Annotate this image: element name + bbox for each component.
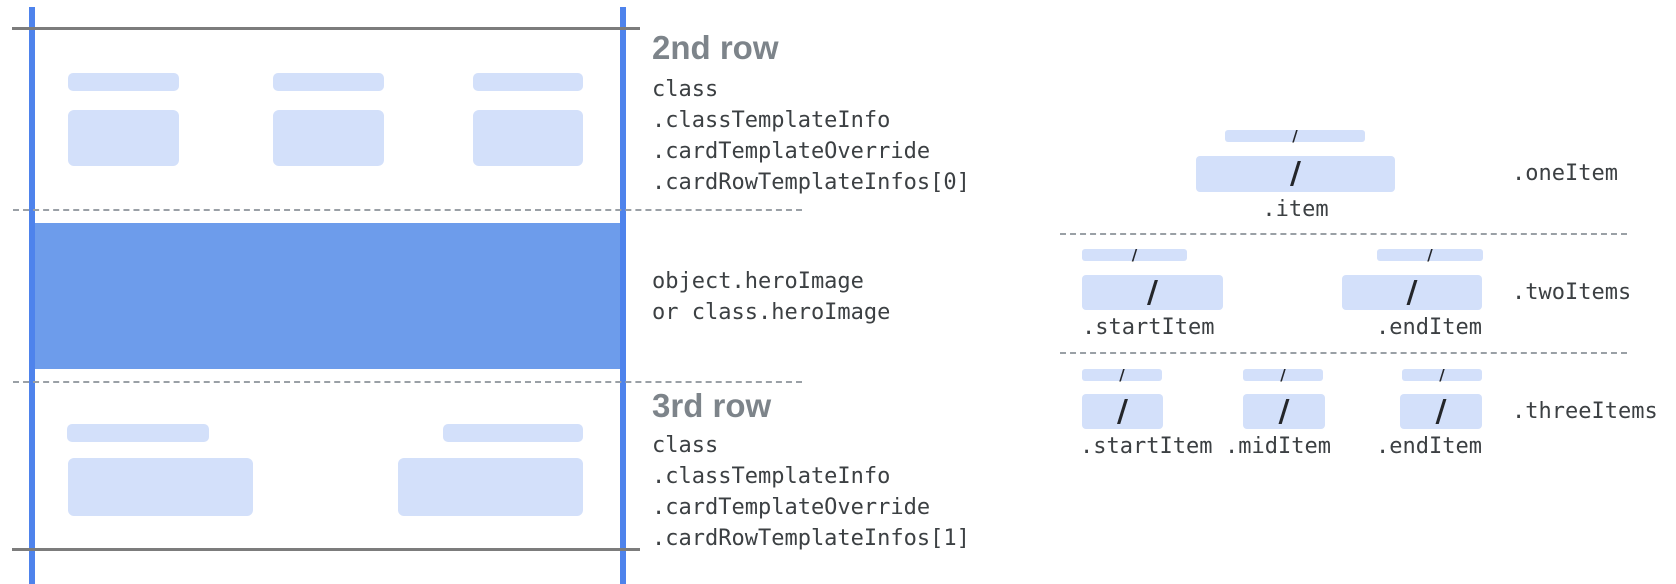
card-right-edge-line: [620, 7, 626, 584]
row3-heading: 3rd row: [652, 387, 772, 424]
item-big-bar: /: [1082, 394, 1163, 429]
code-line: .cardTemplateOverride: [652, 139, 931, 164]
code-line: class: [652, 433, 719, 458]
item-label: .endItem: [1376, 315, 1482, 340]
item-big-bar: /: [1243, 394, 1325, 429]
row2-heading: 2nd row: [652, 29, 779, 66]
row2-label-placeholder: [273, 73, 384, 91]
slash-glyph: /: [1439, 366, 1445, 384]
layout-name-label: .threeItems: [1512, 399, 1658, 424]
row-separator-dashed: [13, 381, 802, 383]
item-small-bar: /: [1082, 366, 1162, 384]
item-label: .midItem: [1225, 434, 1331, 459]
row-separator-dashed: [13, 209, 802, 211]
item-big-bar: /: [1082, 275, 1223, 310]
item-small-bar: /: [1225, 127, 1365, 145]
row3-value-placeholder: [398, 458, 583, 516]
row2-value-placeholder: [273, 110, 384, 166]
item-label: .endItem: [1376, 434, 1482, 459]
card-left-edge-line: [29, 7, 35, 584]
layout-name-label: .oneItem: [1512, 161, 1618, 186]
card-top-rule: [12, 27, 640, 30]
card-bottom-rule: [12, 548, 640, 551]
item-label: .startItem: [1082, 315, 1215, 340]
item-label: .startItem: [1080, 434, 1213, 459]
slash-glyph: /: [1119, 366, 1125, 384]
slash-glyph: /: [1406, 275, 1418, 310]
slash-glyph: /: [1278, 394, 1290, 429]
code-line: object.heroImage: [652, 269, 864, 294]
code-line: .cardRowTemplateInfos[0]: [652, 170, 970, 195]
row3-code-path: class .classTemplateInfo .cardTemplateOv…: [652, 430, 970, 554]
hero-code-path: object.heroImage or class.heroImage: [652, 266, 890, 328]
slash-glyph: /: [1280, 366, 1286, 384]
item-big-bar: /: [1400, 394, 1482, 429]
row2-label-placeholder: [68, 73, 179, 91]
slash-glyph: /: [1435, 394, 1447, 429]
layout-separator-dashed: [1060, 352, 1627, 354]
slash-glyph: /: [1290, 156, 1301, 191]
slash-glyph: /: [1292, 127, 1298, 145]
slash-glyph: /: [1427, 246, 1433, 264]
row2-value-placeholder: [473, 110, 583, 166]
item-small-bar: /: [1402, 366, 1482, 384]
row3-value-placeholder: [68, 458, 253, 516]
layout-separator-dashed: [1060, 233, 1627, 235]
row2-label-placeholder: [473, 73, 583, 91]
code-line: .classTemplateInfo: [652, 108, 891, 133]
row3-label-placeholder: [443, 424, 583, 442]
item-small-bar: /: [1243, 366, 1323, 384]
hero-image-band: [35, 223, 620, 369]
item-small-bar: /: [1082, 246, 1187, 264]
code-line: .cardRowTemplateInfos[1]: [652, 526, 970, 551]
slash-glyph: /: [1131, 246, 1138, 264]
slash-glyph: /: [1147, 275, 1158, 310]
item-big-bar: /: [1196, 156, 1395, 192]
code-line: .classTemplateInfo: [652, 464, 891, 489]
slash-glyph: /: [1117, 394, 1128, 429]
row3-label-placeholder: [67, 424, 209, 442]
layout-name-label: .twoItems: [1512, 280, 1632, 305]
code-line: .cardTemplateOverride: [652, 495, 931, 520]
item-big-bar: /: [1342, 275, 1482, 310]
item-label: .item: [1262, 197, 1329, 222]
row2-code-path: class .classTemplateInfo .cardTemplateOv…: [652, 74, 970, 198]
row2-value-placeholder: [68, 110, 179, 166]
item-small-bar: /: [1377, 246, 1483, 264]
code-line: or class.heroImage: [652, 300, 891, 325]
code-line: class: [652, 77, 719, 102]
